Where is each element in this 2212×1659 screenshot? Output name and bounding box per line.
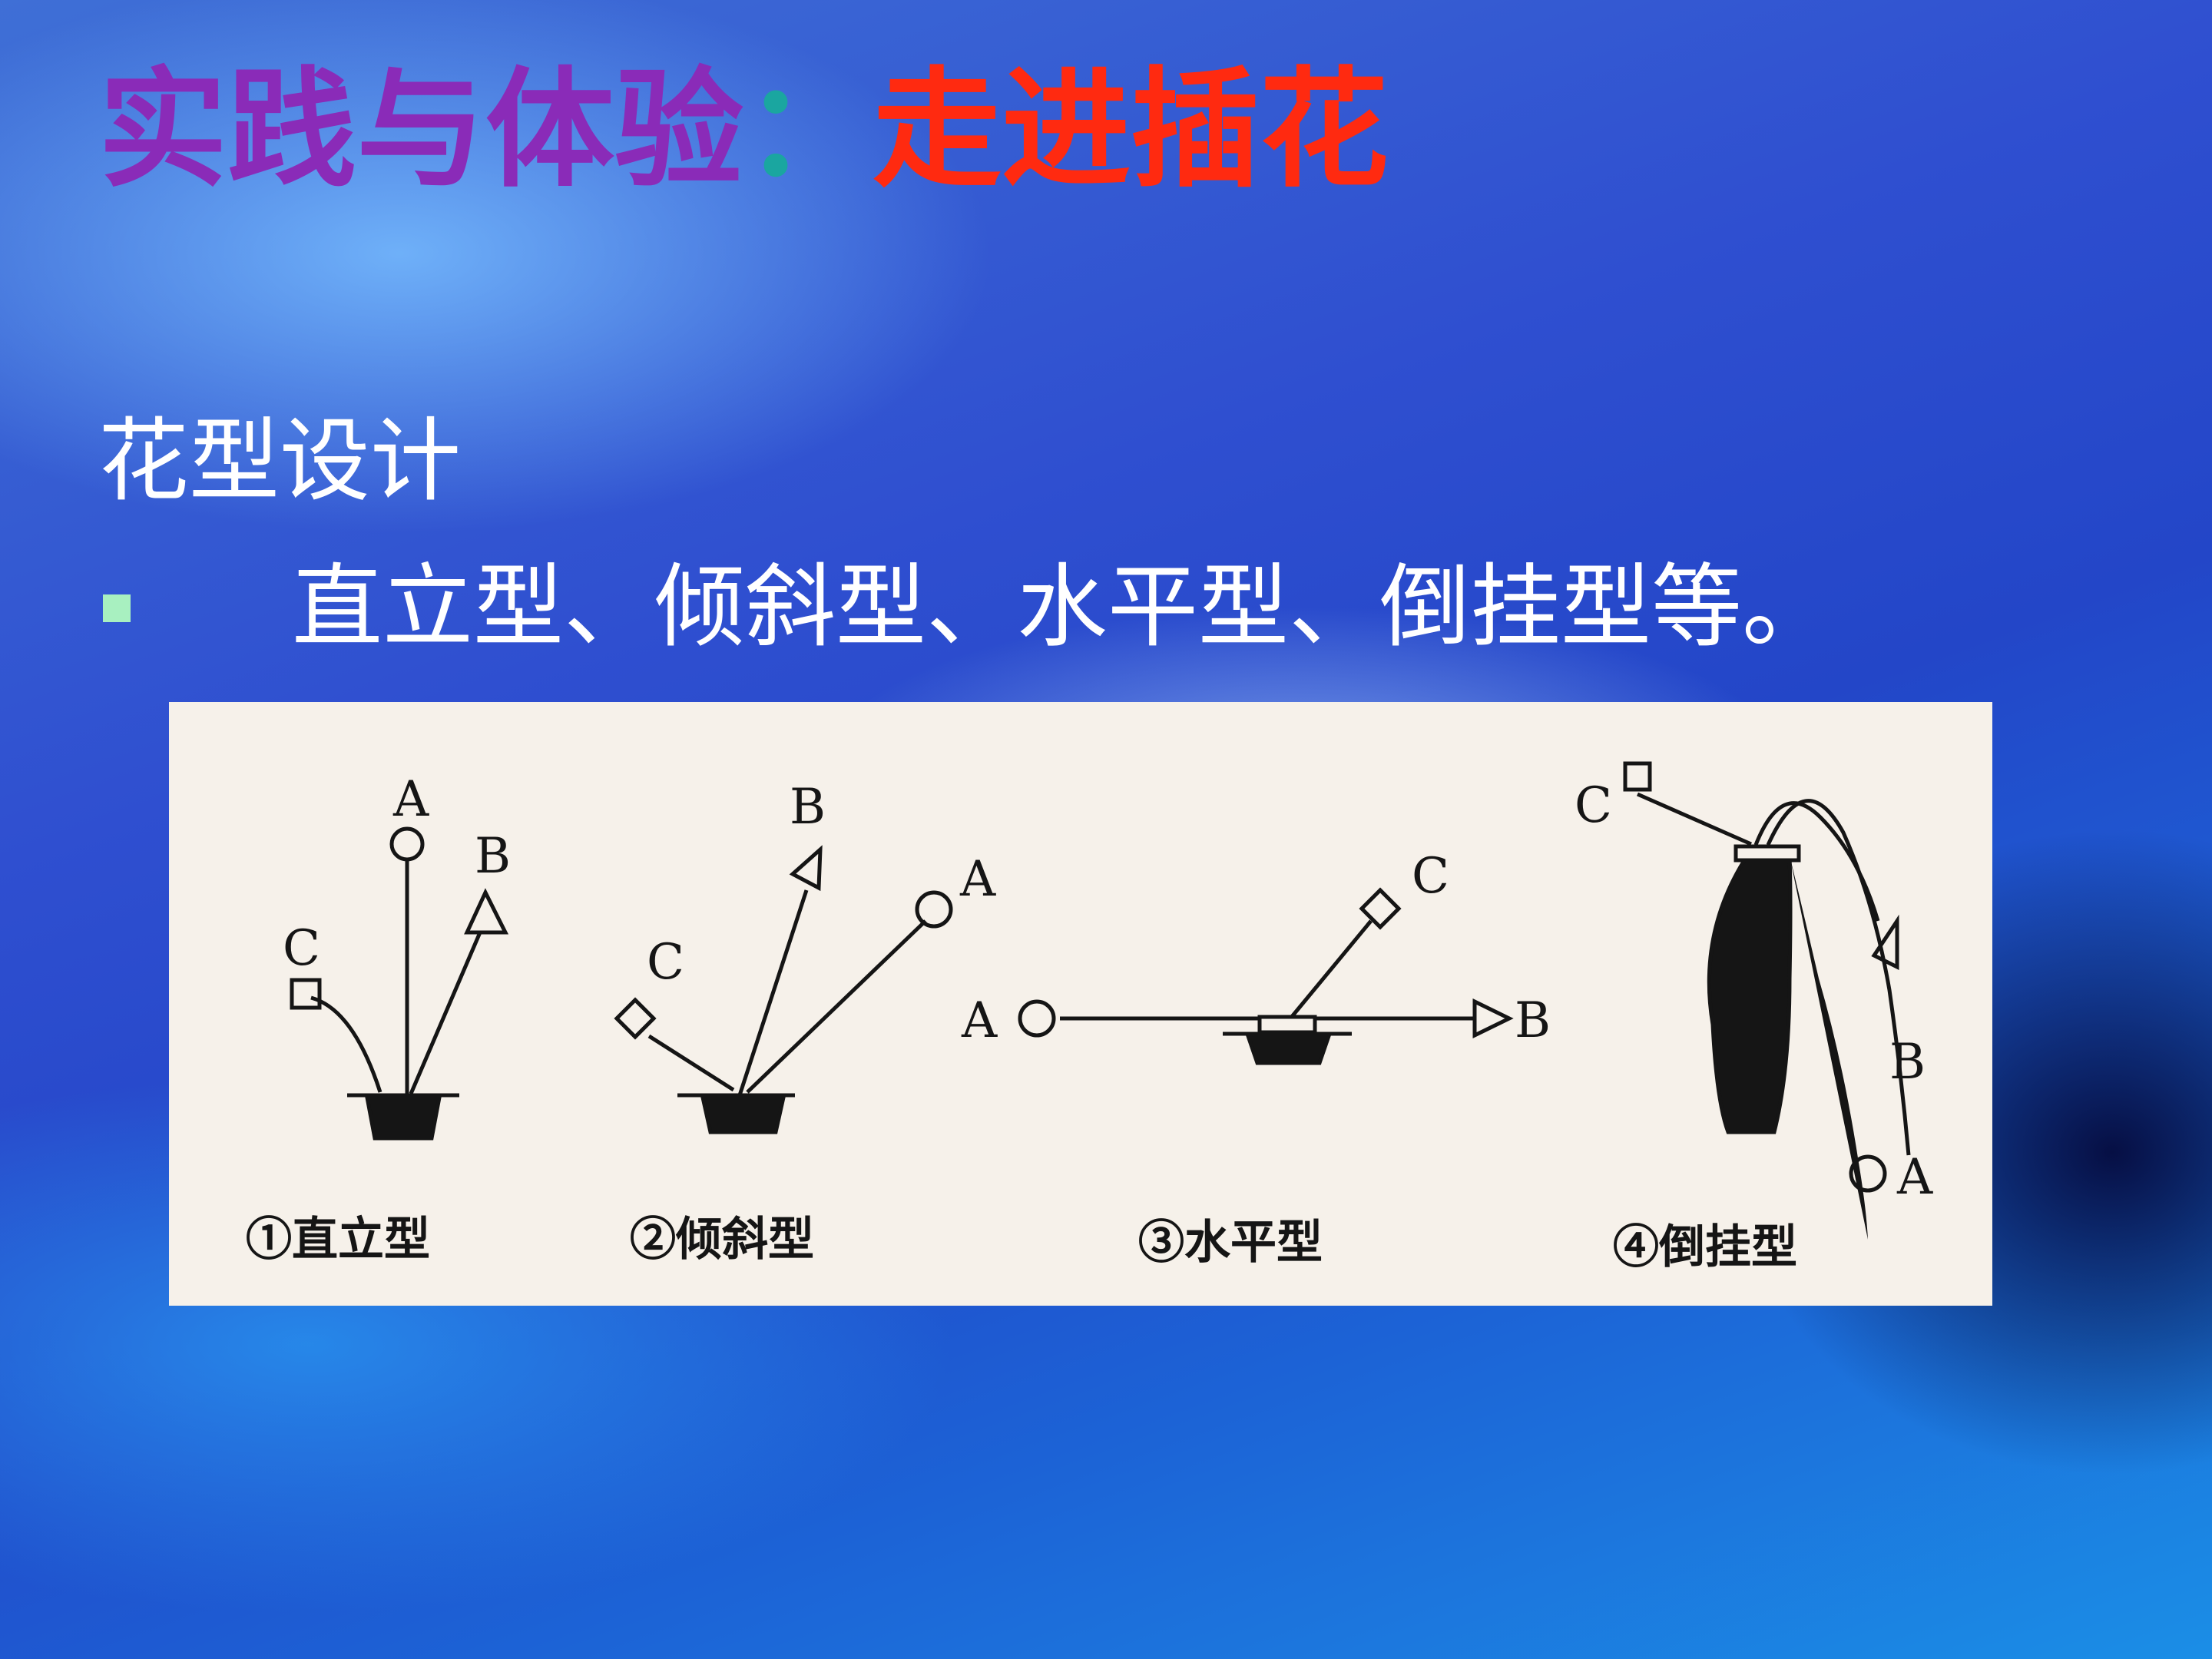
caption-slanting: ②倾斜型 [630,1213,814,1267]
vase-lid [1257,1015,1317,1035]
label-b: B [1889,1034,1926,1091]
panel-upright [290,826,509,1141]
vase-shape [364,1095,442,1141]
stem-b [409,932,482,1094]
vase-shape [1707,853,1793,1134]
label-c: C [283,920,320,977]
triangle-b-icon [789,845,823,892]
bullet-item: 直立型、倾斜型、水平型、倒挂型等。 [98,538,2172,676]
title-accent: 走进插花 [873,53,1389,205]
label-a: A [961,992,998,1049]
vase-shape [700,1095,786,1134]
circle-a-icon [1018,999,1056,1038]
stem-a [1766,799,1911,1156]
label-c: C [1412,848,1449,905]
panel-slanting [614,845,953,1134]
stem-c [647,1034,735,1092]
panel-horizontal [1018,887,1514,1065]
title-main: 实践与体验 [98,53,743,205]
label-c: C [1575,777,1612,834]
label-b: B [790,779,826,836]
slide-title: 实践与体验：走进插花 [98,52,1389,206]
triangle-b-icon [1871,914,1899,971]
figure-diagram: A B C A B C A B C A B C ①直立型 ②倾斜型 ③水平型 ④… [246,761,1933,1274]
triangle-b-icon [1472,998,1514,1039]
vase-lid [1734,844,1801,863]
triangle-b-icon [464,888,509,935]
square-bullet-icon [103,594,131,622]
flower-arrangement-figure: A B C A B C A B C A B C ①直立型 ②倾斜型 ③水平型 ④… [169,702,1992,1306]
circle-a-icon [1849,1154,1887,1193]
vase-shape [1245,1034,1332,1065]
caption-upright: ①直立型 [246,1213,430,1267]
caption-cascading: ④倒挂型 [1613,1220,1797,1274]
label-b: B [1515,992,1551,1049]
bullet-text: 直立型、倾斜型、水平型、倒挂型等。 [292,554,1833,660]
circle-a-icon [915,890,953,929]
square-c-icon [614,997,657,1040]
title-colon: ： [743,53,873,205]
circle-a-icon [389,826,425,862]
stem-c [1636,792,1753,846]
label-b: B [475,828,511,885]
stem-b [737,889,809,1096]
label-a: A [959,851,996,908]
stem-c [310,995,382,1093]
panel-cascading [1623,761,1911,1240]
stem-c [1289,919,1373,1020]
square-c-icon [1359,887,1402,930]
label-a: A [1896,1149,1933,1206]
square-c-icon [290,978,322,1010]
subheading: 花型设计 [98,408,462,514]
label-c: C [647,934,684,991]
stem-a [746,919,927,1094]
label-a: A [392,771,429,828]
square-c-icon [1623,761,1652,792]
caption-horizontal: ③水平型 [1138,1216,1323,1270]
